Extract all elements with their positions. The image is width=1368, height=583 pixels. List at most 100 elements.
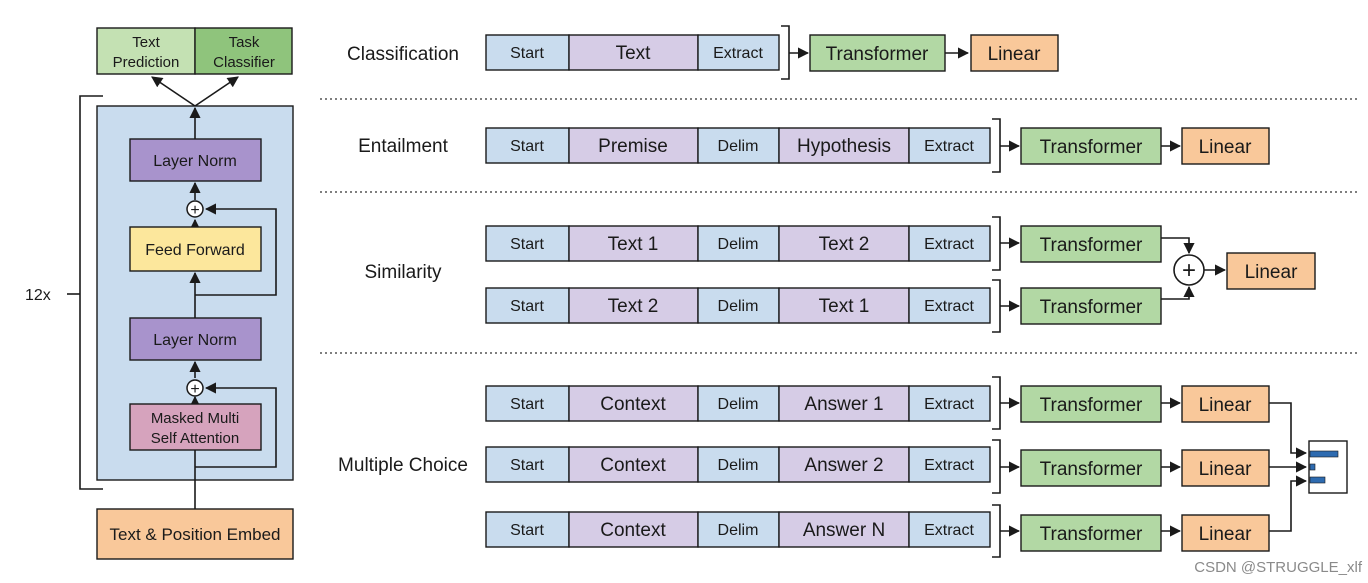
token-extract bbox=[908, 127, 991, 164]
softmax-output-icon bbox=[1308, 440, 1348, 494]
linear-label: Linear bbox=[1245, 262, 1298, 283]
token-premise-label: Premise bbox=[598, 136, 668, 157]
token-extract-label: Extract bbox=[924, 138, 974, 155]
transformer-label: Transformer bbox=[1040, 137, 1143, 158]
layer-norm-bottom-block bbox=[129, 317, 262, 361]
task-classifier-head bbox=[194, 27, 293, 75]
token-extract-label: Extract bbox=[713, 45, 763, 62]
output-bar-2 bbox=[1309, 463, 1316, 471]
classification-row: Classification Start Text Extract Transf… bbox=[347, 25, 1059, 80]
linear-block bbox=[1181, 449, 1270, 487]
transformer-label: Transformer bbox=[1040, 459, 1143, 480]
token-text-2 bbox=[568, 287, 699, 324]
token-context bbox=[568, 511, 699, 548]
token-delim bbox=[697, 287, 780, 324]
token-text bbox=[568, 34, 699, 71]
token-premise bbox=[568, 127, 699, 164]
token-delim bbox=[697, 127, 780, 164]
output-bar-1 bbox=[1309, 450, 1339, 458]
multiple-choice-row: Multiple Choice Start Context Delim Answ… bbox=[338, 376, 1348, 558]
token-delim bbox=[697, 385, 780, 422]
transformer-block bbox=[1020, 225, 1162, 263]
token-start bbox=[485, 385, 570, 422]
token-context-label: Context bbox=[600, 394, 666, 415]
token-text-label: Text bbox=[616, 43, 652, 64]
feed-forward-block bbox=[129, 226, 262, 272]
layer-norm-bottom-label: Layer Norm bbox=[153, 332, 237, 349]
token-text-2-label: Text 2 bbox=[608, 296, 659, 317]
elementwise-sum-symbol: + bbox=[1182, 257, 1196, 284]
task-classifier-label-line2: Classifier bbox=[213, 54, 275, 71]
text-position-embed-label: Text & Position Embed bbox=[109, 525, 280, 544]
token-extract-label: Extract bbox=[924, 396, 974, 413]
layer-norm-top-block bbox=[129, 138, 262, 182]
transformer-block bbox=[1020, 385, 1162, 423]
token-start-label: Start bbox=[510, 45, 544, 62]
linear-label: Linear bbox=[988, 44, 1041, 65]
token-text-1 bbox=[568, 225, 699, 262]
token-extract bbox=[908, 287, 991, 324]
token-hypothesis bbox=[778, 127, 910, 164]
token-start bbox=[485, 511, 570, 548]
residual-add-bottom-icon bbox=[186, 379, 204, 397]
output-bar-3 bbox=[1309, 476, 1326, 484]
repeat-count-label: 12x bbox=[25, 287, 51, 304]
linear-label: Linear bbox=[1199, 395, 1252, 416]
linear-block bbox=[1181, 127, 1270, 165]
token-context-label: Context bbox=[600, 520, 666, 541]
token-start-label: Start bbox=[510, 396, 544, 413]
token-extract-label: Extract bbox=[924, 298, 974, 315]
token-answer-2-label: Answer 2 bbox=[804, 455, 883, 476]
token-context-label: Context bbox=[600, 455, 666, 476]
token-start bbox=[485, 34, 570, 71]
token-delim-label: Delim bbox=[718, 522, 759, 539]
token-start-label: Start bbox=[510, 298, 544, 315]
transformer-label: Transformer bbox=[826, 44, 929, 65]
token-start bbox=[485, 225, 570, 262]
text-prediction-label-line1: Text bbox=[132, 34, 160, 51]
linear-block bbox=[970, 34, 1059, 72]
text-prediction-head bbox=[96, 27, 196, 75]
token-extract bbox=[908, 446, 991, 483]
entailment-row: Entailment Start Premise Delim Hypothesi… bbox=[358, 118, 1270, 173]
token-hypothesis-label: Hypothesis bbox=[797, 136, 891, 157]
layer-norm-top-label: Layer Norm bbox=[153, 153, 237, 170]
token-delim bbox=[697, 225, 780, 262]
token-start-label: Start bbox=[510, 138, 544, 155]
token-extract bbox=[697, 34, 780, 71]
transformer-label: Transformer bbox=[1040, 235, 1143, 256]
linear-block bbox=[1181, 385, 1270, 423]
token-delim-label: Delim bbox=[718, 138, 759, 155]
text-position-embed-block bbox=[96, 508, 294, 560]
masked-self-attention-label-line1: Masked Multi bbox=[151, 410, 239, 427]
transformer-label: Transformer bbox=[1040, 395, 1143, 416]
masked-self-attention-block bbox=[129, 403, 262, 451]
feed-forward-label: Feed Forward bbox=[145, 242, 245, 259]
classification-task-label: Classification bbox=[347, 44, 459, 65]
token-extract bbox=[908, 225, 991, 262]
transformer-label: Transformer bbox=[1040, 297, 1143, 318]
token-start-label: Start bbox=[510, 522, 544, 539]
residual-add-top-symbol: + bbox=[190, 202, 199, 219]
watermark: CSDN @STRUGGLE_xlf bbox=[1194, 559, 1363, 576]
multiple-choice-task-label: Multiple Choice bbox=[338, 455, 468, 476]
token-text-1-label: Text 1 bbox=[608, 234, 659, 255]
token-extract bbox=[908, 511, 991, 548]
residual-add-bottom-symbol: + bbox=[190, 381, 199, 398]
token-delim-label: Delim bbox=[718, 236, 759, 253]
transformer-block bbox=[1020, 287, 1162, 325]
entailment-task-label: Entailment bbox=[358, 136, 448, 157]
token-delim-label: Delim bbox=[718, 298, 759, 315]
token-start bbox=[485, 287, 570, 324]
token-extract bbox=[908, 385, 991, 422]
token-answer-2 bbox=[778, 446, 910, 483]
similarity-row: Similarity Start Text 1 Delim Text 2 Ext… bbox=[364, 216, 1316, 333]
residual-add-top-icon bbox=[186, 200, 204, 218]
token-start-label: Start bbox=[510, 236, 544, 253]
transformer-label: Transformer bbox=[1040, 524, 1143, 545]
token-answer-1-label: Answer 1 bbox=[804, 394, 883, 415]
transformer-block bbox=[1020, 449, 1162, 487]
token-start-label: Start bbox=[510, 457, 544, 474]
token-answer-n bbox=[778, 511, 910, 548]
task-classifier-label-line1: Task bbox=[229, 34, 260, 51]
